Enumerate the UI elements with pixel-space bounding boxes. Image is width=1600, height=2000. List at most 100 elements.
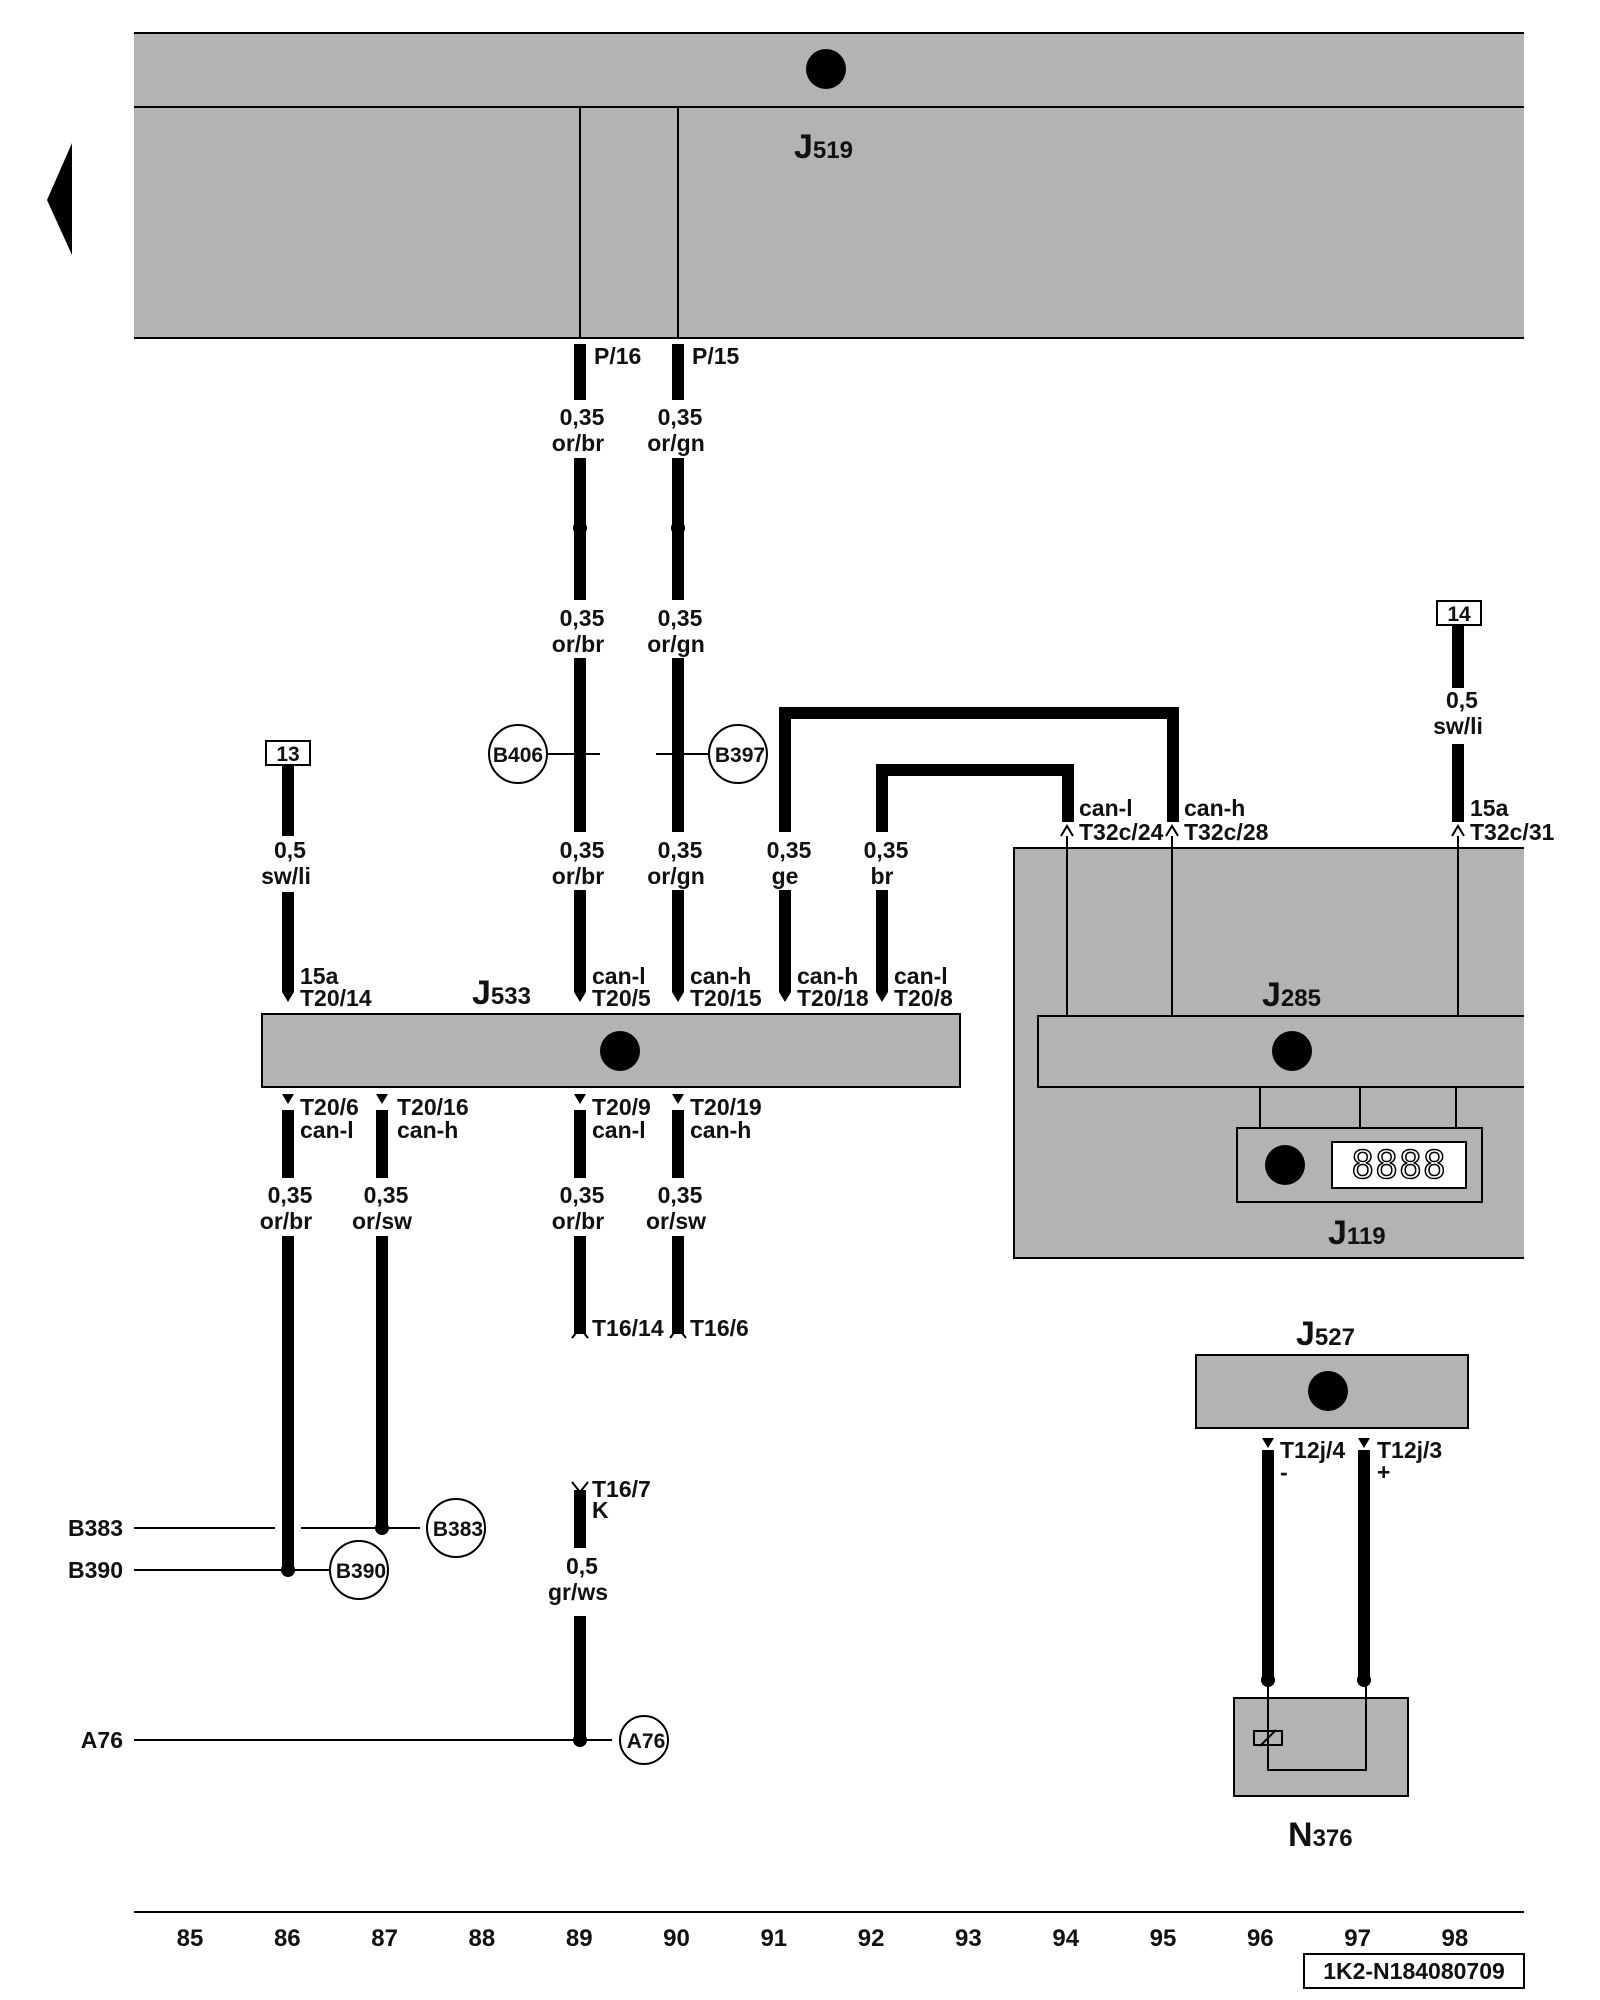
pin-t16-7: T16/7 [592, 1476, 651, 1502]
side-label-b390: B390 [68, 1557, 123, 1583]
signal-minus: - [1280, 1459, 1288, 1485]
component-j527: J527 [1195, 1315, 1469, 1429]
signal-15a: 15a [1470, 795, 1509, 821]
reference-box-14 [1436, 600, 1482, 626]
wire-size: 0,5 [1446, 687, 1478, 713]
wire-color: or/gn [647, 863, 705, 889]
wire-size: 0,35 [268, 1182, 313, 1208]
signal-can-l: can-l [894, 963, 948, 989]
column-number: 89 [566, 1925, 593, 1952]
svg-text:J527: J527 [1296, 1315, 1355, 1353]
wire-color: br [871, 863, 894, 889]
svg-text:J119: J119 [1328, 1214, 1386, 1252]
control-unit-symbol-icon [806, 49, 846, 89]
wire-color: sw/li [261, 863, 311, 889]
connector-b390 [329, 1540, 389, 1600]
pin-t20-19: T20/19 [690, 1094, 762, 1120]
wire-size: 0,35 [560, 404, 605, 430]
splice-dot [375, 1521, 389, 1535]
side-label-b383: B383 [68, 1515, 123, 1541]
j285-sub: 285 [1281, 985, 1321, 1012]
component-j533: J533 [261, 974, 961, 1088]
signal-can-l: can-l [300, 1117, 354, 1143]
splice-dot [573, 1733, 587, 1747]
svg-text:J519: J519 [794, 128, 853, 166]
pin-t20-5: T20/5 [592, 985, 651, 1011]
solenoid-coil-icon [1253, 1730, 1283, 1746]
pin-arrows-j527 [1262, 1438, 1370, 1448]
wire-color: or/sw [646, 1208, 706, 1234]
pin-t32c-24: T32c/24 [1079, 819, 1164, 845]
control-unit-symbol-icon [1308, 1371, 1348, 1411]
connector-b406-label: B406 [493, 744, 543, 767]
pin-t20-8: T20/8 [894, 985, 953, 1011]
reference-13-label: 13 [276, 743, 299, 766]
j519-label: J [794, 128, 813, 166]
pin-t16-14: T16/14 [592, 1315, 664, 1341]
wire-size: 0,35 [658, 605, 703, 631]
wire-color: or/gn [647, 430, 705, 456]
wire-color: or/sw [352, 1208, 412, 1234]
signal-can-l: can-l [592, 1117, 646, 1143]
pin-arrows [282, 992, 888, 1002]
reference-box-13 [265, 740, 311, 766]
wire-size: 0,35 [560, 1182, 605, 1208]
document-id-box [1303, 1953, 1525, 1989]
wire-size: 0,35 [658, 1182, 703, 1208]
j119-sub: 119 [1347, 1223, 1386, 1250]
pin-t32c-31: T32c/31 [1470, 819, 1555, 845]
wire-size: 0,5 [566, 1553, 598, 1579]
signal-can-l: can-l [1079, 795, 1133, 821]
column-number: 97 [1344, 1925, 1371, 1952]
j119-label: J [1328, 1214, 1347, 1252]
connector-b383 [426, 1498, 486, 1558]
connector-b397 [708, 724, 768, 784]
svg-text:J285: J285 [1262, 976, 1321, 1014]
column-number: 95 [1150, 1925, 1177, 1952]
wire-size: 0,5 [274, 837, 306, 863]
side-label-a76: A76 [81, 1727, 123, 1753]
column-number: 96 [1247, 1925, 1274, 1952]
signal-can-h: can-h [690, 963, 751, 989]
connector-b390-label: B390 [336, 1560, 386, 1583]
pin-t20-6: T20/6 [300, 1094, 359, 1120]
column-number: 94 [1052, 1925, 1079, 1952]
column-number: 92 [858, 1925, 885, 1952]
connector-b406 [488, 724, 548, 784]
connector-a76-label: A76 [627, 1730, 666, 1753]
j285-label: J [1262, 976, 1281, 1014]
signal-can-h: can-h [397, 1117, 458, 1143]
j533-sub: 533 [491, 983, 531, 1010]
wire-size: 0,35 [560, 605, 605, 631]
pin-t20-9: T20/9 [592, 1094, 651, 1120]
svg-text:N376: N376 [1288, 1816, 1353, 1854]
column-number: 88 [469, 1925, 496, 1952]
connector-b397-label: B397 [715, 744, 765, 767]
svg-text:J533: J533 [472, 974, 531, 1012]
previous-page-arrow-icon[interactable] [47, 143, 72, 255]
wire-size: 0,35 [864, 837, 909, 863]
signal-15a: 15a [300, 963, 339, 989]
wires-j533-to-j285 [779, 707, 1179, 992]
reference-14-label: 14 [1447, 603, 1471, 626]
column-number: 86 [274, 1925, 301, 1952]
wire-color: or/br [552, 631, 604, 657]
pin-t12j-3: T12j/3 [1377, 1437, 1442, 1463]
pin-p16: P/16 [594, 343, 641, 369]
n376-label: N [1288, 1816, 1313, 1854]
splice-dot [671, 521, 685, 535]
j527-sub: 527 [1315, 1324, 1355, 1351]
column-number: 98 [1442, 1925, 1469, 1952]
component-j519: J519 [134, 32, 1524, 339]
pin-t12j-4: T12j/4 [1280, 1437, 1345, 1463]
display-screen [1331, 1141, 1467, 1189]
pin-arrows-j285 [1060, 824, 1465, 837]
column-number: 85 [177, 1925, 204, 1952]
wire-size: 0,35 [364, 1182, 409, 1208]
wire-color: or/br [260, 1208, 312, 1234]
component-j119: 8888 J119 [1236, 1127, 1483, 1252]
pin-t20-16: T20/16 [397, 1094, 469, 1120]
wire-size: 0,35 [767, 837, 812, 863]
